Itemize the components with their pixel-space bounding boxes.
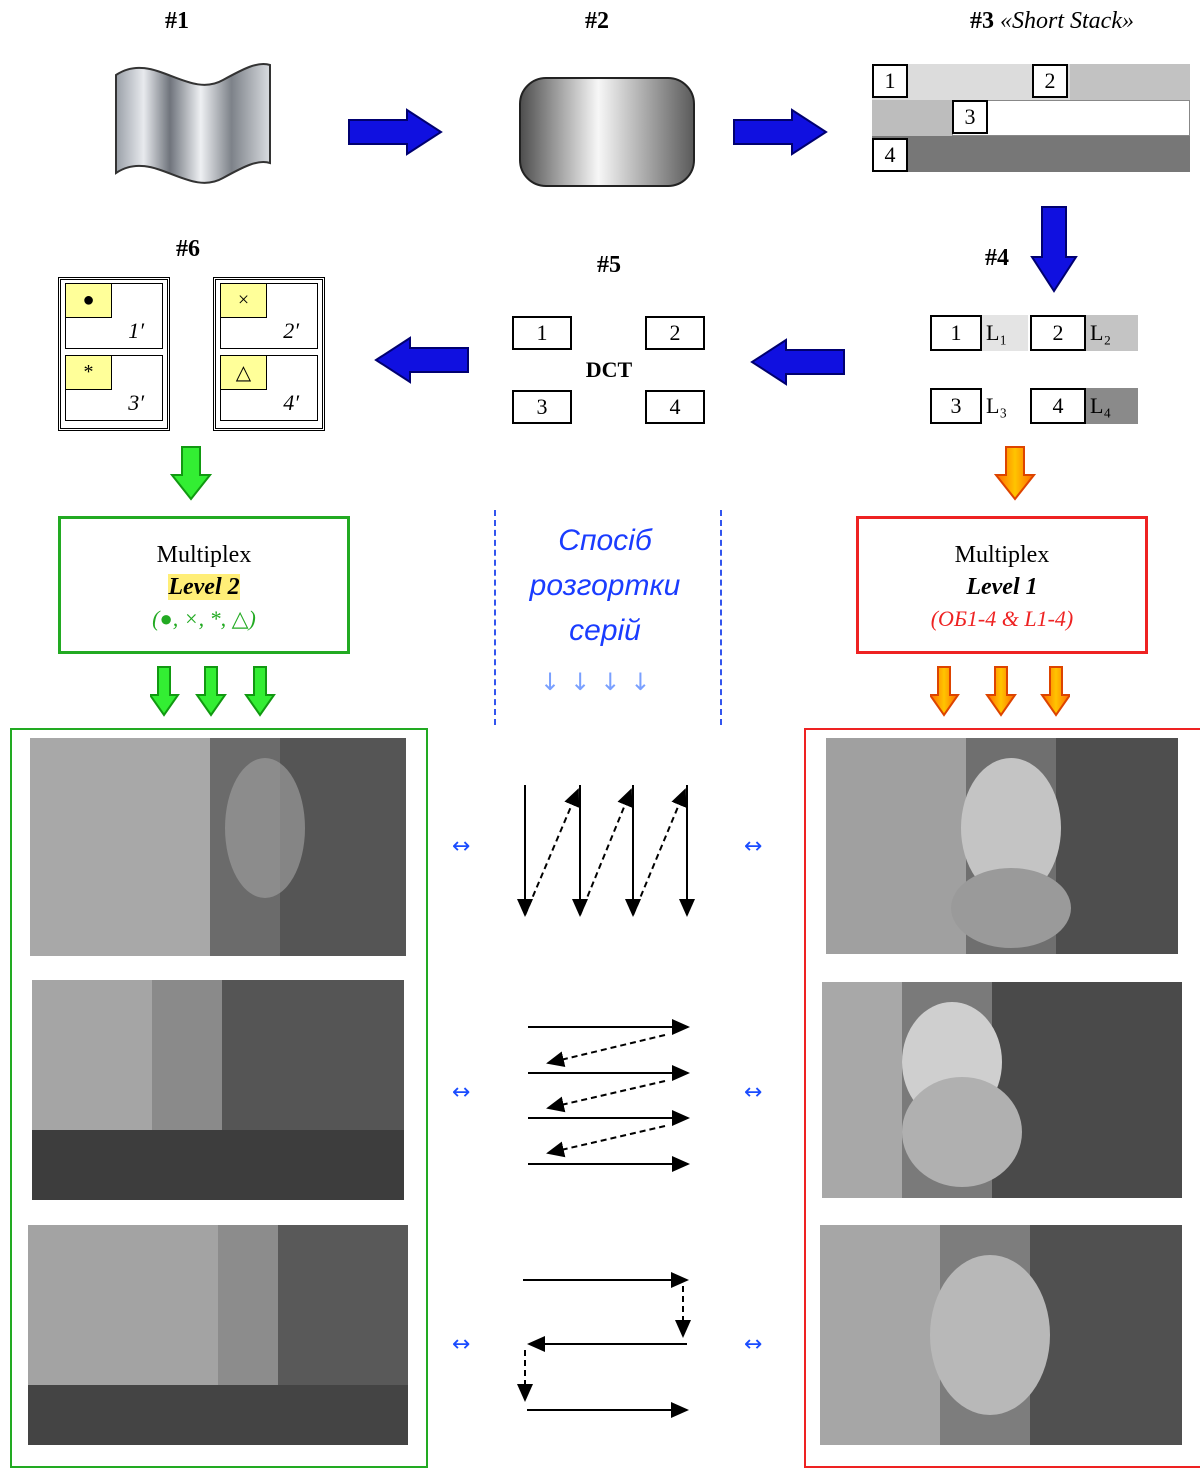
stack-bar-3-tail <box>952 100 1190 136</box>
short-stack-note: «Short Stack» <box>1000 8 1134 34</box>
block-cell-2: × 2′ <box>220 283 318 349</box>
divider-left <box>494 510 496 725</box>
multiplex-level-1: Multiplex Level 1 (ОБ1-4 & L1-4) <box>856 516 1148 654</box>
scan-down-arrows-icon: ↓↓↓↓ <box>540 668 661 696</box>
level-label-3: L₃ <box>982 388 1028 424</box>
multiplex-symbols: (●, ×, *, △) <box>152 606 256 631</box>
arrows-down-green-icon <box>150 666 276 717</box>
arrow-down-icon <box>994 446 1036 501</box>
tag-dot: ● <box>66 284 112 318</box>
block-cell-4: △ 4′ <box>220 355 318 421</box>
step-3-number: #3 <box>970 8 994 34</box>
dct-box-1: 1 <box>512 316 572 350</box>
arrow-down-icon <box>1030 206 1078 293</box>
stack-bar-3 <box>872 100 952 136</box>
multiplex-level-text: Level 2 <box>168 574 240 600</box>
scan-method-line-2: розгортки <box>529 569 681 602</box>
step-4-label: #4 <box>985 245 1009 271</box>
step-6-label: #6 <box>176 236 200 262</box>
block-cell-3: * 3′ <box>65 355 163 421</box>
block-code-1: 1′ <box>128 318 144 343</box>
video-frame-icon <box>519 77 695 187</box>
stack-box-4: 4 <box>872 138 908 172</box>
stack-box-2: 2 <box>1032 64 1068 98</box>
scan-method-line-3: серій <box>569 614 641 647</box>
dct-box-4: 4 <box>645 390 705 424</box>
bidirectional-arrow-icon: ↔ <box>744 1332 763 1357</box>
scan-result-image-l2 <box>32 980 404 1200</box>
arrow-left-icon <box>374 336 469 384</box>
scan-method-title: Спосіб розгортки серій <box>505 518 705 653</box>
serpentine-scan-pattern-icon <box>517 1272 691 1418</box>
scan-result-image-r3 <box>820 1225 1182 1445</box>
level-label-1: L₁ <box>982 315 1028 351</box>
block-code-2: 2′ <box>283 318 299 343</box>
block-code-4: 4′ <box>283 390 299 415</box>
arrows-down-orange-icon <box>930 666 1070 717</box>
step-1-label: #1 <box>165 8 189 34</box>
block-code-3: 3′ <box>128 390 144 415</box>
multiplex-title: Multiplex <box>954 542 1050 568</box>
step-2-label: #2 <box>585 8 609 34</box>
scan-method-line-1: Спосіб <box>558 524 652 557</box>
stack-box-3: 3 <box>952 100 988 134</box>
scan-result-image-r2 <box>822 982 1182 1198</box>
level-box-1: 1 <box>930 315 982 351</box>
multiplex-level: Level 2 <box>61 571 347 603</box>
stack-box-1: 1 <box>872 64 908 98</box>
arrow-down-icon <box>170 446 212 501</box>
film-strip-icon <box>115 63 271 184</box>
tag-triangle: △ <box>221 356 267 390</box>
arrow-left-icon <box>750 338 845 386</box>
dct-label: DCT <box>585 357 633 382</box>
stack-bar-2 <box>1070 64 1190 100</box>
dct-box-3: 3 <box>512 390 572 424</box>
stack-bar-4 <box>872 136 1190 172</box>
bidirectional-arrow-icon: ↔ <box>452 1332 471 1357</box>
bidirectional-arrow-icon: ↔ <box>744 834 763 859</box>
multiplex-title: Multiplex <box>156 542 252 568</box>
arrow-right-icon <box>348 108 443 156</box>
level-label-2: L₂ <box>1086 315 1138 351</box>
scan-result-image-r1 <box>826 738 1178 954</box>
level-box-2: 2 <box>1030 315 1086 351</box>
dct-box-2: 2 <box>645 316 705 350</box>
block-card-left: ● 1′ * 3′ <box>58 277 170 431</box>
step-3-label: #3 «Short Stack» <box>970 8 1134 35</box>
block-cell-1: ● 1′ <box>65 283 163 349</box>
level-box-3: 3 <box>930 388 982 424</box>
tag-cross: × <box>221 284 267 318</box>
bidirectional-arrow-icon: ↔ <box>744 1080 763 1105</box>
tag-asterisk: * <box>66 356 112 390</box>
block-card-right: × 2′ △ 4′ <box>213 277 325 431</box>
scan-result-image-l1 <box>30 738 406 956</box>
level-label-4: L₄ <box>1086 388 1138 424</box>
divider-right <box>720 510 722 725</box>
multiplex-level: Level 1 <box>966 574 1038 600</box>
horizontal-scan-pattern-icon <box>528 1019 690 1172</box>
vertical-scan-pattern-icon <box>517 785 695 917</box>
bidirectional-arrow-icon: ↔ <box>452 1080 471 1105</box>
step-5-label: #5 <box>597 252 621 278</box>
arrow-right-icon <box>733 108 828 156</box>
bidirectional-arrow-icon: ↔ <box>452 834 471 859</box>
level-box-4: 4 <box>1030 388 1086 424</box>
multiplex-symbols: (ОБ1-4 & L1-4) <box>930 606 1074 631</box>
multiplex-level-2: Multiplex Level 2 (●, ×, *, △) <box>58 516 350 654</box>
scan-result-image-l3 <box>28 1225 408 1445</box>
